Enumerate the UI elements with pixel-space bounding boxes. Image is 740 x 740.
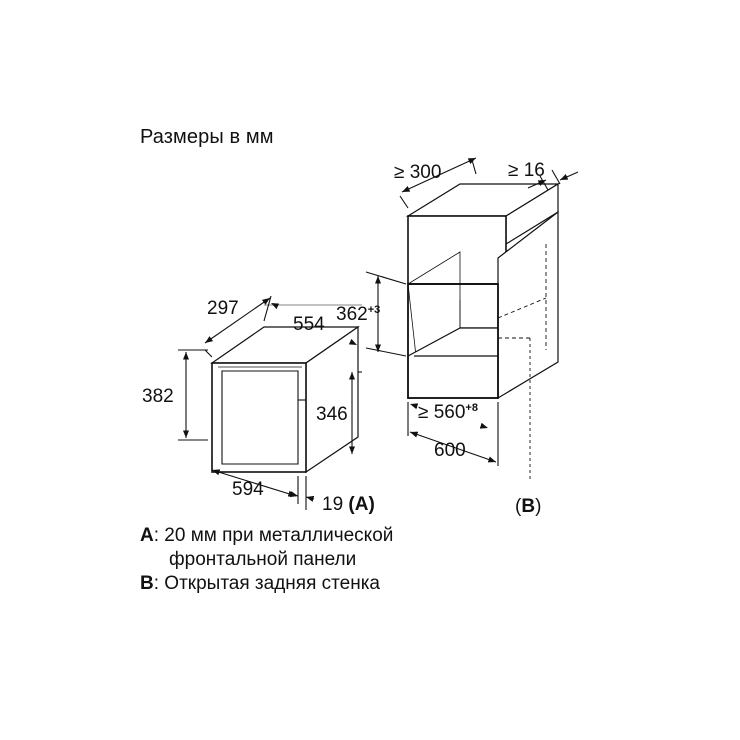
page-title: Размеры в мм	[140, 126, 274, 148]
note-b-key: B	[140, 573, 154, 594]
appliance-drawing	[210, 325, 360, 474]
note-b-text: Открытая задняя стенка	[164, 573, 380, 594]
dim-appliance-depth: 297	[207, 298, 239, 319]
appliance-dimension-lines	[178, 295, 362, 510]
cabinet-drawing	[405, 182, 561, 480]
dim-min-depth: ≥ 300	[394, 162, 441, 183]
dim-cabinet-width: 600	[434, 440, 466, 461]
dim-appliance-width: 554	[293, 314, 325, 335]
note-a-text: 20 мм при металлической	[164, 525, 394, 546]
cabinet-dimension-lines	[365, 157, 579, 466]
note-a-key: A	[140, 525, 154, 546]
dim-front-height: 346	[316, 404, 348, 425]
legend-notes: A: 20 мм при металлической фронтальной п…	[140, 524, 393, 596]
dim-min-gap: ≥ 16	[508, 160, 545, 181]
note-a-continued: фронтальной панели	[169, 549, 357, 570]
dim-panel-offset: 19 (A)	[322, 494, 375, 515]
dim-appliance-height: 382	[142, 386, 174, 407]
dim-front-width: 594	[232, 479, 264, 500]
note-a: A: 20 мм при металлической	[140, 525, 394, 546]
dim-opening-width: ≥ 560+8	[418, 402, 478, 423]
rear-wall-reference: (B)	[515, 496, 541, 517]
note-b: B: Открытая задняя стенка	[140, 573, 380, 594]
dim-opening-height: 362+3	[336, 304, 380, 325]
